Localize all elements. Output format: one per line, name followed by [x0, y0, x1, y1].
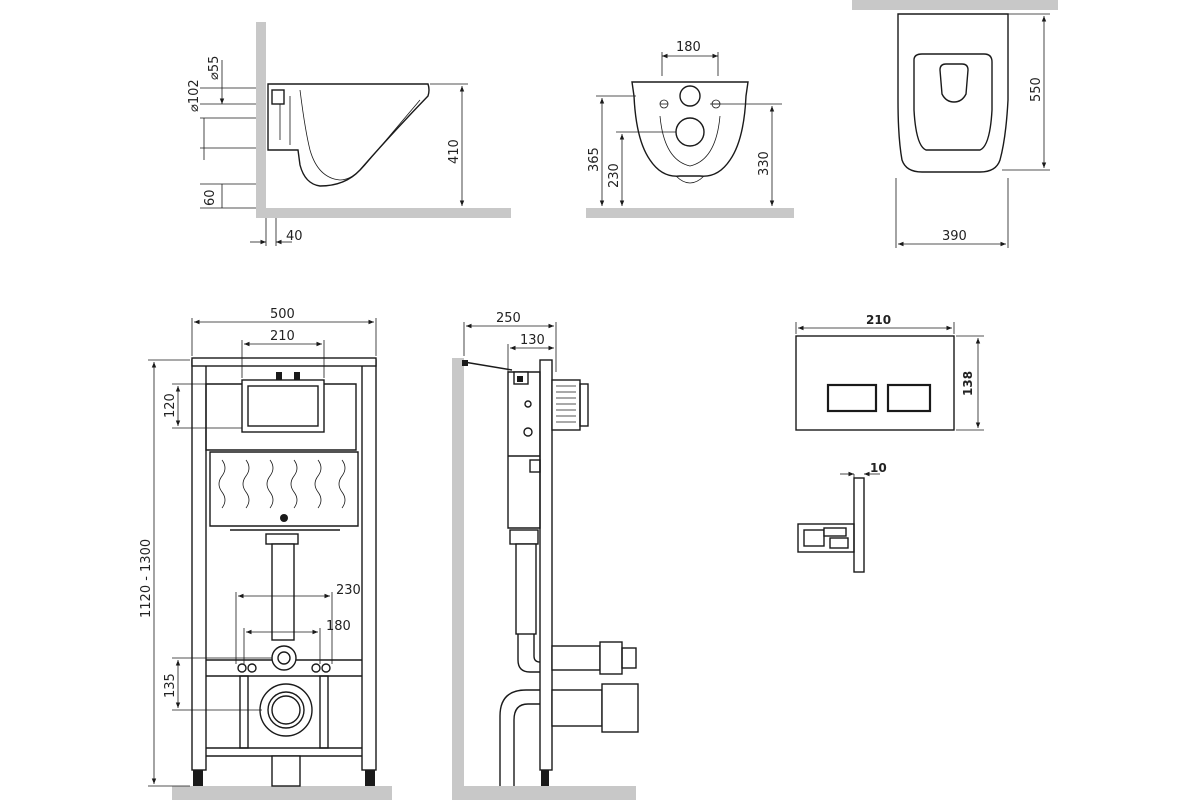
bowl-front-outline [631, 81, 749, 177]
bowl-side-outline [267, 83, 430, 187]
dim-210-frame: 210 [270, 329, 295, 344]
wall [256, 22, 266, 218]
flush-button-view: 210 138 10 [795, 313, 984, 573]
dim-550: 550 [1029, 77, 1044, 102]
bowl-top-outline [897, 13, 1009, 173]
dim-d102: ⌀102 [187, 79, 202, 112]
dim-180-frame: 180 [326, 619, 351, 634]
cistern-tank [209, 451, 359, 527]
dim-138: 138 [961, 371, 975, 396]
bowl-side-view: ⌀55 ⌀102 60 410 40 [187, 22, 511, 246]
floor [452, 786, 636, 800]
dim-10: 10 [870, 461, 887, 475]
wall [452, 358, 464, 792]
floor [172, 786, 392, 800]
dim-330: 330 [757, 151, 772, 176]
dim-1120-1300: 1120 - 1300 [139, 539, 154, 618]
flush-key-left [826, 383, 878, 413]
frame-front-view: 500 210 120 1120 - 1300 230 180 135 [139, 307, 392, 800]
dim-390: 390 [942, 229, 967, 244]
dim-d55: ⌀55 [207, 56, 222, 80]
dim-130: 130 [520, 333, 545, 348]
frame-side-view: 250 130 [452, 311, 639, 800]
dim-230-frame: 230 [336, 583, 361, 598]
flush-plate [795, 335, 955, 431]
dim-250: 250 [496, 311, 521, 326]
dim-40: 40 [286, 229, 303, 244]
dim-210-button: 210 [866, 313, 891, 327]
flush-key-right [886, 383, 932, 413]
wall [852, 0, 1058, 10]
dim-60: 60 [203, 189, 218, 206]
dim-120: 120 [163, 393, 178, 418]
dim-365: 365 [587, 147, 602, 172]
floor [586, 208, 794, 218]
dim-135: 135 [163, 673, 178, 698]
dim-410: 410 [447, 139, 462, 164]
bowl-top-view: 550 390 [852, 0, 1058, 248]
dim-500: 500 [270, 307, 295, 322]
floor [256, 208, 511, 218]
dim-180-top: 180 [676, 40, 701, 55]
bowl-front-view: 180 365 230 330 [586, 40, 794, 218]
dim-230: 230 [607, 163, 622, 188]
